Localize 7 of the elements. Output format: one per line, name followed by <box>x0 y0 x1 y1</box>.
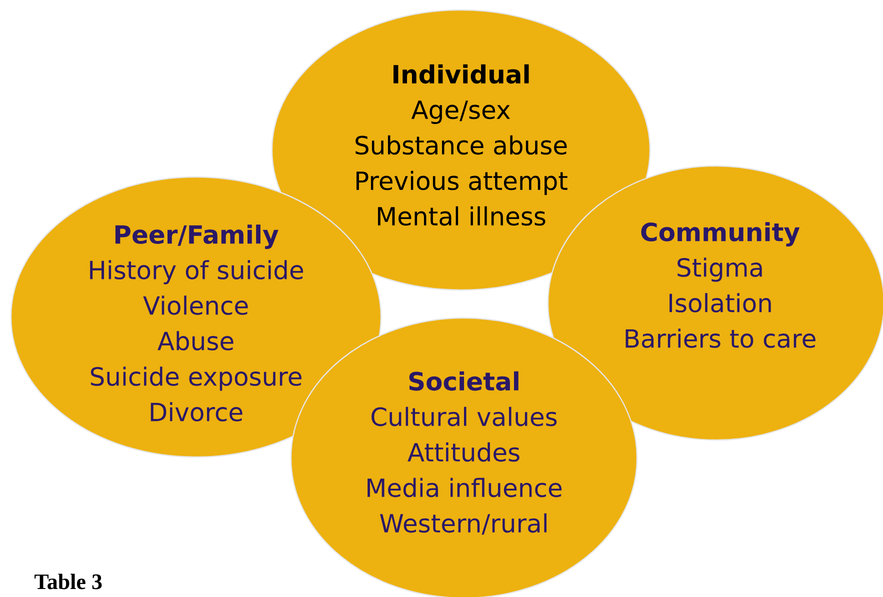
node-label: Isolation <box>670 293 771 312</box>
node-label: Media influence <box>368 478 562 498</box>
node-label: Western/rural <box>380 513 546 535</box>
node-label: Stigma <box>678 258 762 282</box>
node-label: Societal <box>409 371 518 391</box>
node-label: Attitudes <box>408 442 520 462</box>
caption: Table 3 <box>34 574 102 590</box>
